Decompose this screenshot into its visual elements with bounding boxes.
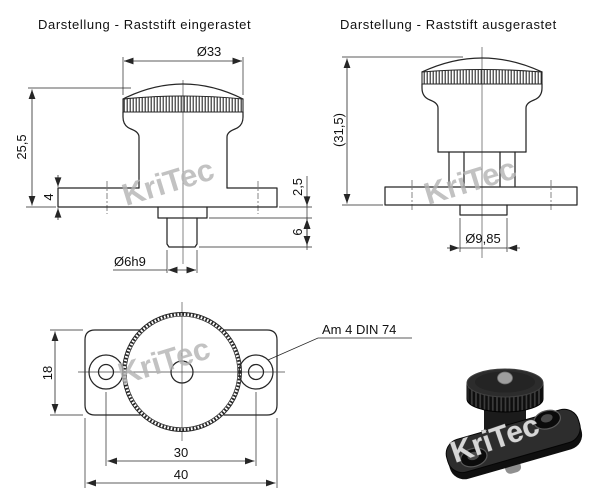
knurl-band [421,68,543,85]
callout-leader-line [267,337,412,361]
render-base [445,408,583,480]
hole-centerlines [106,181,259,214]
plate-outline [84,329,278,416]
dim-hole-spacing: 30 [174,445,188,460]
flange-outline [57,187,278,208]
front-view-disengaged: Darstellung - Raststift ausgerastet (31,… [331,17,578,258]
guide-pins [448,151,516,187]
knob-dome [421,57,543,73]
callout-text: Am 4 DIN 74 [322,322,396,337]
render-3d [445,368,583,480]
left-hole [97,363,115,381]
hole-centerlines [411,180,552,212]
flange-outline [384,186,578,206]
view-title-engaged: Darstellung - Raststift eingerastet [38,17,251,32]
dim-flange-thickness: 4 [41,193,56,200]
center-hole [170,360,194,384]
front-view-engaged: Darstellung - Raststift eingerastet Ø33 … [14,17,312,274]
dim-plate-width: 40 [174,467,188,482]
knob-circle-inner [125,315,239,429]
dim-total-height: (31,5) [331,113,346,147]
dim-pin-protrusion: 6 [290,228,305,235]
watermark-left-view: KriTec [118,152,218,213]
watermark-bottom-view: KriTec [114,331,214,392]
stem-left-contour [421,83,439,153]
extension-lines [26,57,312,273]
dim-boss-height: 2,5 [290,178,305,196]
view-title-disengaged: Darstellung - Raststift ausgerastet [340,17,557,32]
knurl-band [122,95,244,113]
left-counterbore [88,354,124,390]
extension-lines [50,329,278,488]
bottom-view: 18 30 40 Am 4 DIN 74 [40,302,412,488]
boss-outline [157,206,208,219]
right-counterbore [238,354,274,390]
right-hole [247,363,265,381]
pin-outline [166,217,198,248]
dim-plate-depth: 18 [40,366,55,380]
stem-right-contour [226,111,244,189]
dim-knob-diameter: Ø33 [197,44,222,59]
render-right-hole [540,414,553,423]
render-pin-top [497,371,513,385]
watermark-right-view: KriTec [420,151,520,212]
boss-outline [459,204,508,216]
stem-right-contour [525,83,543,153]
dim-boss-diameter: Ø9,85 [465,231,500,246]
dim-total-height: 25,5 [14,134,29,159]
extension-lines [342,56,508,252]
knob-dome [122,83,244,100]
dim-pin-diameter: Ø6h9 [114,254,146,269]
knurl-ring [122,312,242,432]
render-left-hole [467,451,480,461]
stem-left-contour [122,111,140,189]
